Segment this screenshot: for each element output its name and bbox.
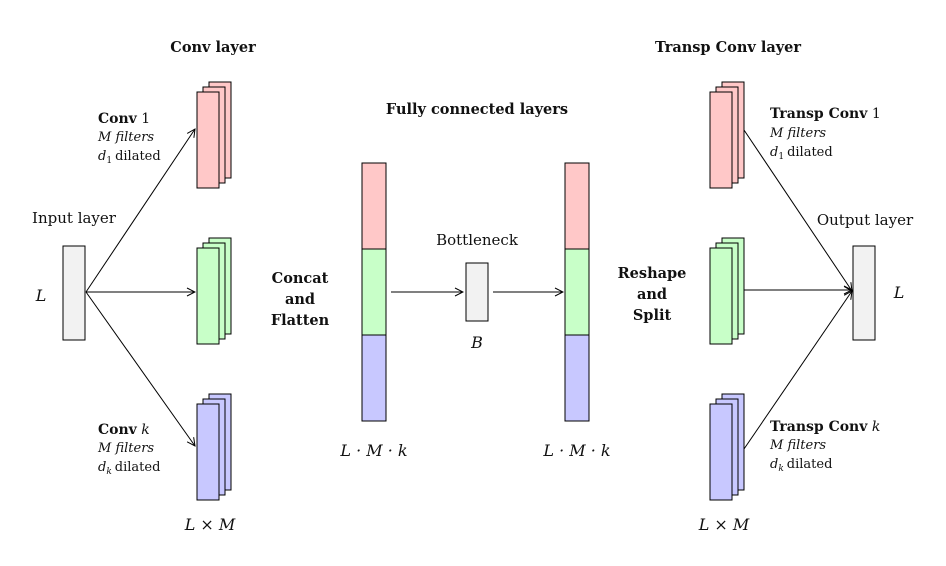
svg-text:Flatten: Flatten <box>271 312 330 329</box>
svg-text:M filters: M filters <box>97 441 154 456</box>
conv2-filter-stack <box>196 237 232 345</box>
convk-filter-stack <box>196 393 232 501</box>
output-layer-box <box>852 245 876 341</box>
svg-text:M filters: M filters <box>769 438 826 453</box>
svg-text:Transp Conv k: Transp Conv k <box>770 419 880 435</box>
transp-conv-heading: Transp Conv layer <box>655 39 801 56</box>
output-size-label: L <box>893 283 905 302</box>
reshape-split-label: Reshape and Split <box>618 265 687 324</box>
conv-layer-heading: Conv layer <box>170 39 256 56</box>
tconv2-filter-stack <box>709 237 745 345</box>
svg-text:Concat: Concat <box>272 270 329 287</box>
svg-text:Transp Conv 1: Transp Conv 1 <box>770 106 881 122</box>
tconv-input-dims: L × M <box>698 515 750 534</box>
input-layer-box <box>62 245 86 341</box>
output-layer-label: Output layer <box>817 211 914 229</box>
input-size-label: L <box>35 286 47 305</box>
flatten-input-dims: L · M · k <box>339 441 407 460</box>
svg-text:Split: Split <box>633 307 672 324</box>
bottleneck-box <box>465 262 489 322</box>
bottleneck-label: Bottleneck <box>436 231 519 249</box>
tconvk-filter-stack <box>709 393 745 501</box>
concat-flatten-label: Concat and Flatten <box>271 270 330 329</box>
svg-text:Conv 1: Conv 1 <box>98 111 150 127</box>
fully-connected-heading: Fully connected layers <box>386 101 568 118</box>
conv-output-dims: L × M <box>184 515 236 534</box>
svg-text:and: and <box>637 286 667 303</box>
arrow-input-conv1 <box>85 129 195 293</box>
conv1-filter-stack <box>196 81 232 189</box>
svg-text:Reshape: Reshape <box>618 265 687 282</box>
arrow-input-convk <box>85 291 195 446</box>
flatten-output-dims: L · M · k <box>542 441 610 460</box>
svg-text:Conv k: Conv k <box>98 422 150 438</box>
arrow-tconvk-output <box>743 291 852 450</box>
tconv1-filter-stack <box>709 81 745 189</box>
input-layer-label: Input layer <box>32 209 117 227</box>
svg-text:M filters: M filters <box>97 130 154 145</box>
flattened-vector-left <box>361 162 387 422</box>
bottleneck-size: B <box>470 333 483 352</box>
svg-text:and: and <box>285 291 315 308</box>
flattened-vector-right <box>564 162 590 422</box>
arrow-tconv1-output <box>743 129 852 291</box>
svg-text:M filters: M filters <box>769 126 826 141</box>
